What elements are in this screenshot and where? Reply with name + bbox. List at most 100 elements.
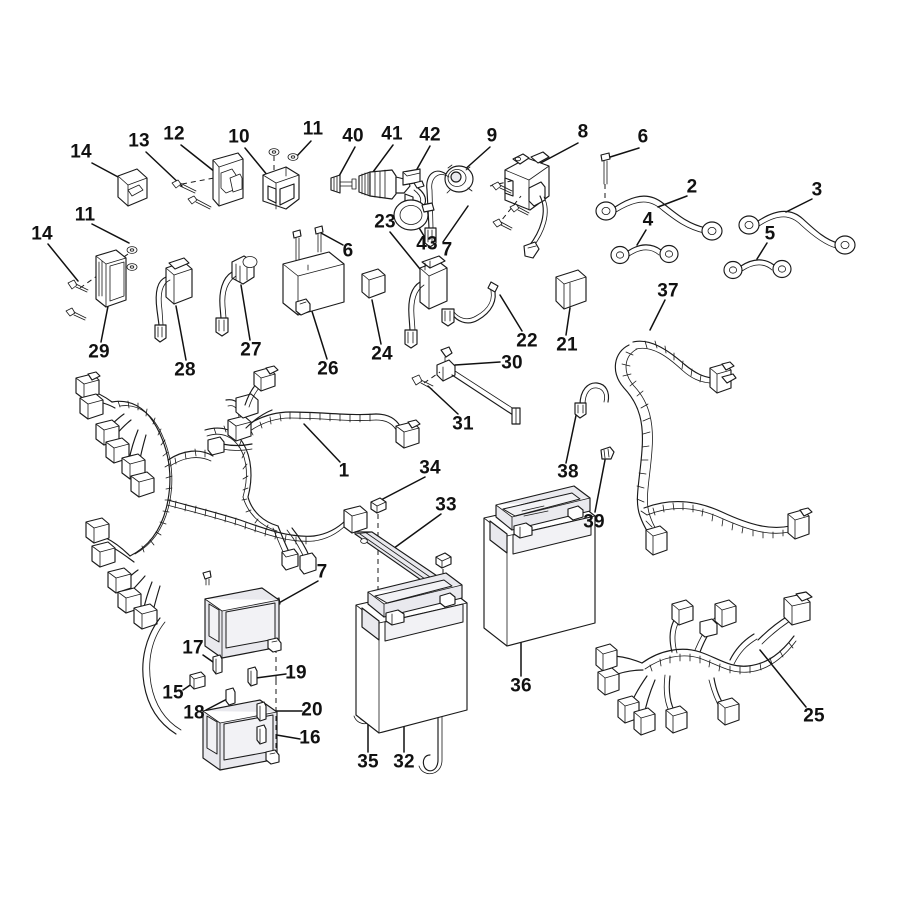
callout-1: 1 bbox=[338, 460, 350, 482]
callout-5: 5 bbox=[764, 223, 776, 245]
callout-7: 7 bbox=[316, 561, 328, 583]
callout-28: 28 bbox=[174, 359, 196, 381]
part-14b-screw-b bbox=[65, 307, 87, 321]
part-34-nut-b bbox=[435, 552, 452, 569]
callout-20: 20 bbox=[301, 699, 323, 721]
part-1-main-harness bbox=[75, 365, 421, 735]
callout-4: 4 bbox=[642, 209, 654, 231]
callout-15: 15 bbox=[162, 682, 184, 704]
part-4-battery-cable-short bbox=[610, 244, 679, 265]
callout-33: 33 bbox=[435, 494, 457, 516]
fuse-19 bbox=[247, 666, 258, 687]
fuses bbox=[189, 654, 267, 745]
part-27-sensor-connector bbox=[215, 255, 258, 337]
callout-23: 23 bbox=[374, 211, 396, 233]
callout-41: 41 bbox=[381, 123, 403, 145]
part-28-regulator-module bbox=[154, 257, 193, 343]
part-6b-bolt-a bbox=[292, 229, 302, 262]
callout-8: 8 bbox=[577, 121, 589, 143]
callout-35: 35 bbox=[357, 751, 379, 773]
callout-10: 10 bbox=[228, 126, 250, 148]
callout-32: 32 bbox=[393, 751, 415, 773]
callout-3: 3 bbox=[811, 179, 823, 201]
harness-connector-cluster-upper bbox=[75, 371, 155, 498]
part-12-control-module bbox=[212, 152, 244, 207]
part-24-relay-small bbox=[361, 268, 386, 299]
callout-40: 40 bbox=[342, 125, 364, 147]
callout-17: 17 bbox=[182, 637, 204, 659]
part-34-nut-a bbox=[370, 497, 387, 514]
callout-42: 42 bbox=[419, 124, 441, 146]
part-25-engine-harness bbox=[595, 591, 813, 736]
part-30-ground-strap bbox=[436, 346, 521, 425]
callout-30: 30 bbox=[501, 352, 523, 374]
callout-12: 12 bbox=[163, 123, 185, 145]
part-22-sensor-lead bbox=[441, 281, 499, 327]
part-36-battery-upper bbox=[483, 485, 596, 647]
callout-16: 16 bbox=[299, 727, 321, 749]
callout-26: 26 bbox=[317, 358, 339, 380]
part-upper-fuse-block bbox=[204, 587, 282, 659]
callout-22: 22 bbox=[516, 330, 538, 352]
part-6a-bolt bbox=[600, 152, 611, 203]
part-9-horn bbox=[424, 164, 474, 248]
callout-29: 29 bbox=[88, 341, 110, 363]
callout-24: 24 bbox=[371, 343, 393, 365]
part-43-seal-ring bbox=[393, 199, 435, 231]
part-18-lower-fuse-block bbox=[202, 699, 280, 771]
part-39-cable-clip bbox=[600, 446, 615, 460]
fuse-20 bbox=[256, 701, 267, 722]
harness-connector-cluster-lower bbox=[85, 517, 161, 630]
part-26-ecu-box bbox=[282, 251, 345, 316]
callout-34: 34 bbox=[419, 457, 441, 479]
part-32-battery-lower bbox=[355, 572, 468, 734]
part-7-screw-top-c bbox=[509, 203, 530, 216]
part-10-relay-block bbox=[262, 166, 300, 210]
fuse-17 bbox=[212, 654, 223, 675]
fuse-18-small bbox=[225, 687, 236, 706]
part-11b-washers bbox=[126, 246, 138, 271]
part-21-relay bbox=[555, 269, 587, 310]
callout-38: 38 bbox=[557, 461, 579, 483]
callout-31: 31 bbox=[452, 413, 474, 435]
callout-39: 39 bbox=[583, 511, 605, 533]
callout-11: 11 bbox=[74, 204, 96, 226]
part-14b-screw-a bbox=[67, 279, 89, 293]
callout-6: 6 bbox=[342, 240, 354, 262]
part-29-voltage-regulator bbox=[95, 249, 127, 308]
part-42-mounting-bracket bbox=[402, 168, 427, 211]
callout-18: 18 bbox=[183, 702, 205, 724]
callout-25: 25 bbox=[803, 705, 825, 727]
callout-11: 11 bbox=[302, 118, 324, 140]
callout-27: 27 bbox=[240, 339, 262, 361]
callout-6: 6 bbox=[637, 126, 649, 148]
part-13-screw-b bbox=[187, 195, 212, 210]
callout-14: 14 bbox=[31, 223, 53, 245]
part-7-screw-harness bbox=[202, 570, 212, 586]
part-38-vent-hose bbox=[574, 382, 610, 419]
part-15-fuse-small bbox=[189, 671, 206, 690]
callout-21: 21 bbox=[556, 334, 578, 356]
part-3-battery-cable bbox=[738, 210, 856, 255]
part-7-screw-top-a bbox=[491, 181, 513, 194]
callout-43: 43 bbox=[416, 233, 438, 255]
fuse-16 bbox=[256, 724, 267, 745]
callout-36: 36 bbox=[510, 675, 532, 697]
part-41-connector-body bbox=[358, 169, 411, 200]
part-6b-bolt-b bbox=[314, 225, 324, 253]
part-5-battery-cable-short bbox=[723, 259, 792, 280]
part-7-screw-top-b bbox=[492, 218, 513, 231]
part-35-j-hook-b bbox=[418, 649, 443, 774]
callout-37: 37 bbox=[657, 280, 679, 302]
part-23-switch-assembly bbox=[404, 255, 448, 349]
callout-19: 19 bbox=[285, 662, 307, 684]
callout-7: 7 bbox=[441, 239, 453, 261]
callout-9: 9 bbox=[486, 125, 498, 147]
part-14a-cover-clip bbox=[117, 168, 148, 207]
callout-2: 2 bbox=[686, 176, 698, 198]
callout-14: 14 bbox=[70, 141, 92, 163]
part-40-terminal-cap bbox=[330, 174, 357, 194]
part-31-ground-bolt bbox=[411, 374, 434, 390]
